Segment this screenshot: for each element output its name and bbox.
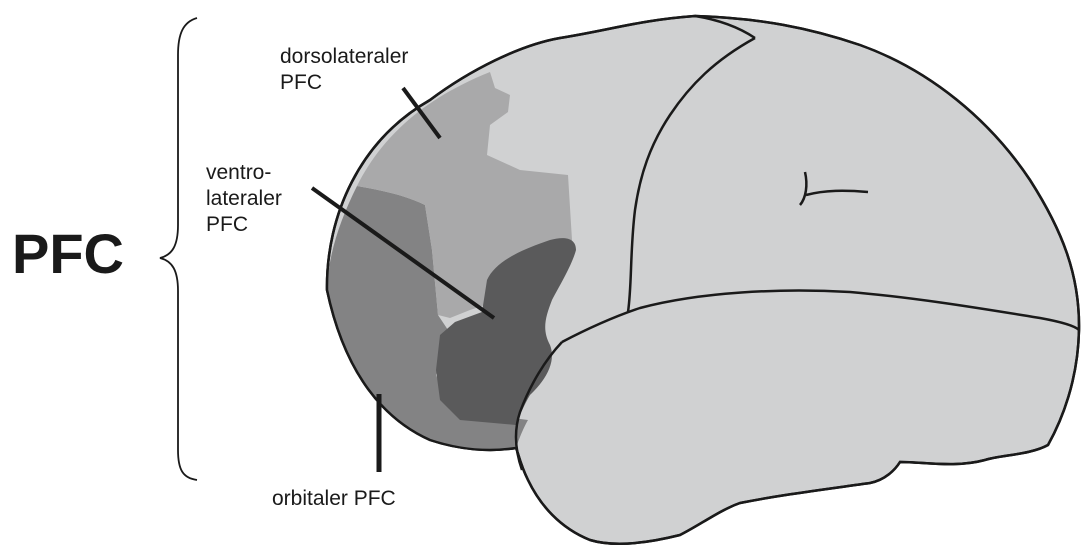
orbital-label: orbitaler PFC xyxy=(272,486,396,512)
pfc-brace xyxy=(160,18,197,480)
dorsolateral-label-line-2: PFC xyxy=(280,70,408,96)
ventrolateral-label-line-3: PFC xyxy=(206,212,282,238)
orbital-label-line-1: orbitaler PFC xyxy=(272,486,396,512)
dorsolateral-label: dorsolateraler PFC xyxy=(280,44,408,96)
pfc-main-label: PFC xyxy=(12,224,124,284)
ventrolateral-label-line-2: lateraler xyxy=(206,186,282,212)
dorsolateral-label-line-1: dorsolateraler xyxy=(280,44,408,70)
ventrolateral-label-line-1: ventro- xyxy=(206,160,282,186)
ventrolateral-label: ventro- lateraler PFC xyxy=(206,160,282,238)
